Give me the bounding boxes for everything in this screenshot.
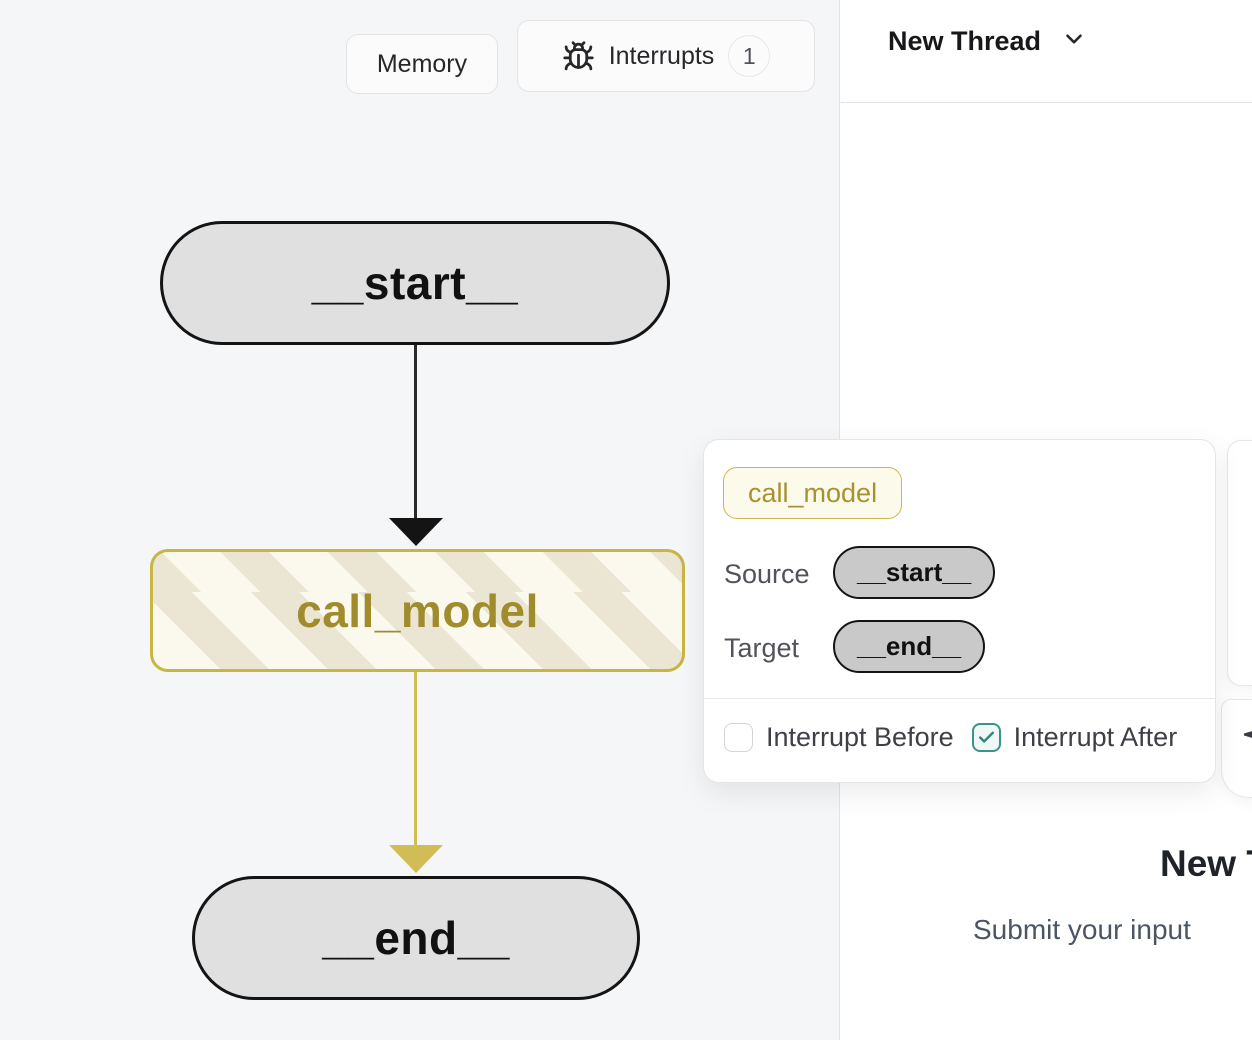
graph-node-start[interactable]: __start__ — [160, 221, 670, 345]
thread-title: New Thread — [888, 26, 1042, 56]
interrupt-before-option[interactable]: Interrupt Before — [724, 722, 954, 753]
memory-button[interactable]: Memory — [346, 34, 498, 94]
node-call-model-label: call_model — [296, 584, 539, 637]
arrowhead-start-to-callmodel — [389, 518, 443, 546]
interrupt-options-row: Interrupt Before Interrupt After — [724, 722, 1177, 753]
thread-selector[interactable]: New Thread — [888, 26, 1087, 57]
arrowhead-callmodel-to-end — [389, 845, 443, 873]
node-detail-popover: call_model Source __start__ Target __end… — [703, 439, 1216, 783]
edge-callmodel-to-end — [414, 672, 417, 846]
interrupts-count-badge: 1 — [728, 35, 771, 77]
target-value-pill: __end__ — [833, 620, 986, 673]
panel-header-divider — [841, 102, 1252, 103]
node-end-label: __end__ — [322, 912, 510, 964]
interrupts-button-label: Interrupts — [608, 41, 715, 70]
popover-divider — [704, 698, 1215, 699]
source-value-pill: __start__ — [833, 546, 996, 599]
interrupt-after-label: Interrupt After — [1013, 722, 1178, 752]
edge-start-to-callmodel — [414, 345, 417, 520]
clipped-card — [1227, 440, 1252, 686]
interrupts-button[interactable]: Interrupts 1 — [517, 20, 815, 92]
fork-button[interactable] — [1221, 699, 1252, 798]
interrupt-after-option[interactable]: Interrupt After — [971, 722, 1178, 753]
empty-state-subtitle: Submit your input — [973, 914, 1191, 945]
node-start-label: __start__ — [311, 257, 519, 309]
graph-canvas[interactable]: Memory Interrupts 1 __start__ — [0, 0, 840, 1040]
interrupt-after-checkbox[interactable] — [971, 723, 1001, 752]
fork-icon — [1238, 726, 1252, 763]
popover-node-chip: call_model — [723, 467, 903, 519]
target-label: Target — [724, 633, 800, 663]
graph-node-call-model[interactable]: call_model — [150, 549, 685, 672]
bug-icon — [562, 40, 595, 73]
interrupt-before-checkbox[interactable] — [724, 723, 753, 752]
interrupt-before-label: Interrupt Before — [766, 722, 954, 752]
chevron-down-icon — [1061, 26, 1087, 57]
source-label: Source — [724, 559, 810, 589]
memory-button-label: Memory — [376, 49, 468, 78]
empty-state-title: New Thread — [1160, 843, 1252, 884]
graph-node-end[interactable]: __end__ — [192, 876, 640, 1000]
